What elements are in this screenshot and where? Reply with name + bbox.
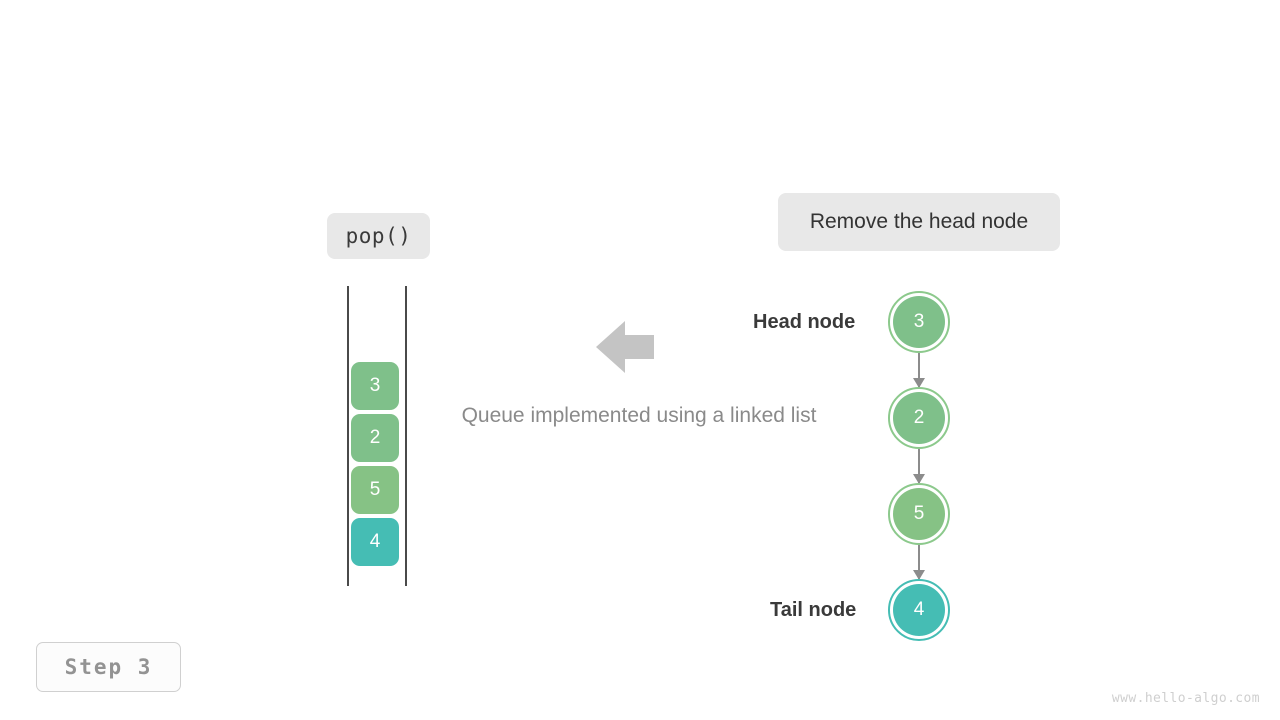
linked-list-edge: [913, 449, 925, 484]
linked-list-node: 2: [888, 387, 950, 449]
linked-list-node-value: 3: [893, 296, 945, 348]
queue-cell: 4: [351, 518, 399, 566]
arrow-head-icon: [913, 378, 925, 388]
linked-list-edge: [913, 353, 925, 388]
linked-list-edge: [913, 545, 925, 580]
linked-list-node: 4: [888, 579, 950, 641]
linked-list-diagram: 3 2 5 4: [888, 291, 950, 641]
queue-rail-left: [347, 286, 349, 586]
queue-cell: 2: [351, 414, 399, 462]
linked-list-node: 5: [888, 483, 950, 545]
operation-label: pop(): [327, 213, 430, 259]
queue-cell: 3: [351, 362, 399, 410]
queue-cell: 5: [351, 466, 399, 514]
linked-list-node-value: 2: [893, 392, 945, 444]
step-badge: Step 3: [36, 642, 181, 692]
linked-list-node: 3: [888, 291, 950, 353]
arrow-head-icon: [913, 474, 925, 484]
head-node-label: Head node: [753, 311, 856, 333]
linked-list-node-value: 5: [893, 488, 945, 540]
diagram-caption: Queue implemented using a linked list: [461, 404, 817, 427]
linked-list-node-value: 4: [893, 584, 945, 636]
tail-node-label: Tail node: [770, 599, 857, 621]
action-description-label: Remove the head node: [778, 193, 1060, 251]
watermark: www.hello-algo.com: [1111, 691, 1260, 706]
queue-rail-right: [405, 286, 407, 586]
left-arrow-icon: [596, 321, 654, 373]
arrow-head-icon: [913, 570, 925, 580]
